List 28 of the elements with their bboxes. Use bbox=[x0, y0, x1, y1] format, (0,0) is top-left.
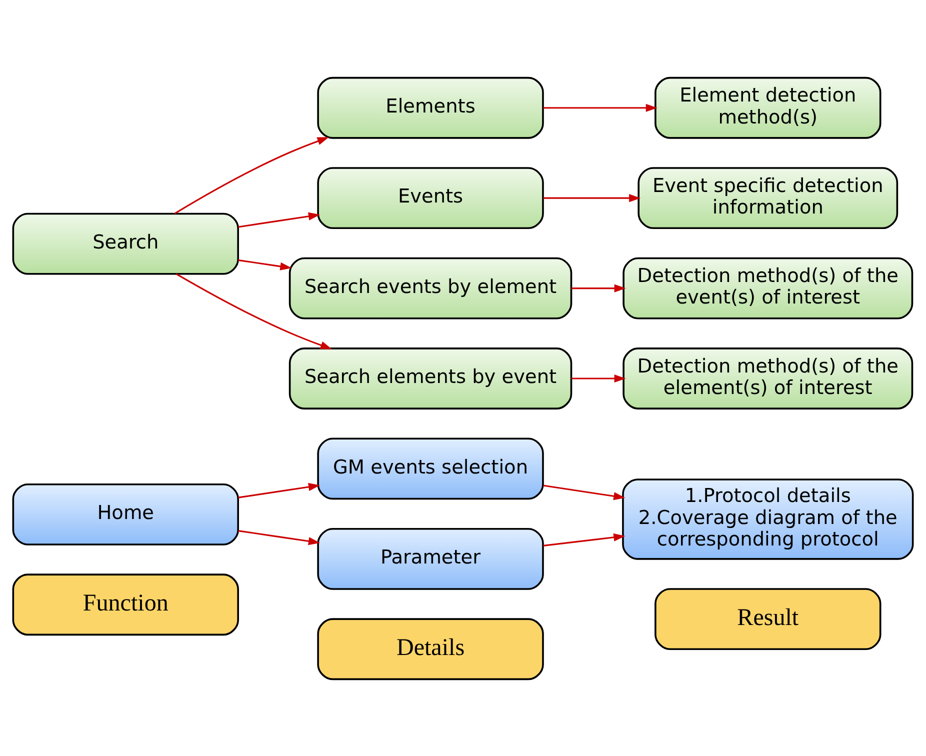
node-box: Detection method(s) of the event(s) of interest bbox=[622, 256, 914, 319]
arrow bbox=[543, 103, 658, 112]
node-box: Details bbox=[317, 618, 544, 680]
arrow bbox=[543, 484, 626, 500]
node-box: Search elements by event bbox=[288, 347, 572, 409]
arrow bbox=[571, 284, 626, 292]
arrow bbox=[543, 532, 626, 546]
arrow bbox=[238, 212, 320, 228]
arrow bbox=[176, 272, 332, 349]
arrow bbox=[238, 258, 292, 270]
arrow bbox=[174, 136, 329, 214]
node-box: Element detection method(s) bbox=[654, 76, 882, 138]
node-box: GM events selection bbox=[317, 437, 544, 500]
node-box: Result bbox=[654, 588, 882, 650]
arrow bbox=[543, 194, 641, 202]
arrow bbox=[571, 374, 626, 382]
node-box: Home bbox=[12, 482, 239, 545]
node-box: Elements bbox=[317, 76, 544, 138]
arrow bbox=[238, 530, 320, 545]
arrow bbox=[238, 482, 320, 498]
node-box: Search events by element bbox=[288, 256, 572, 319]
node-box: Event specific detection information bbox=[638, 166, 898, 229]
node-box: Function bbox=[12, 573, 239, 636]
node-box: 1.Protocol details 2.Coverage diagram of the corresponding protocol bbox=[622, 478, 914, 560]
node-box: Parameter bbox=[317, 527, 544, 590]
node-box: Events bbox=[317, 166, 544, 229]
node-box: Detection method(s) of the element(s) of interest bbox=[622, 347, 914, 409]
node-box: Search bbox=[12, 212, 239, 274]
